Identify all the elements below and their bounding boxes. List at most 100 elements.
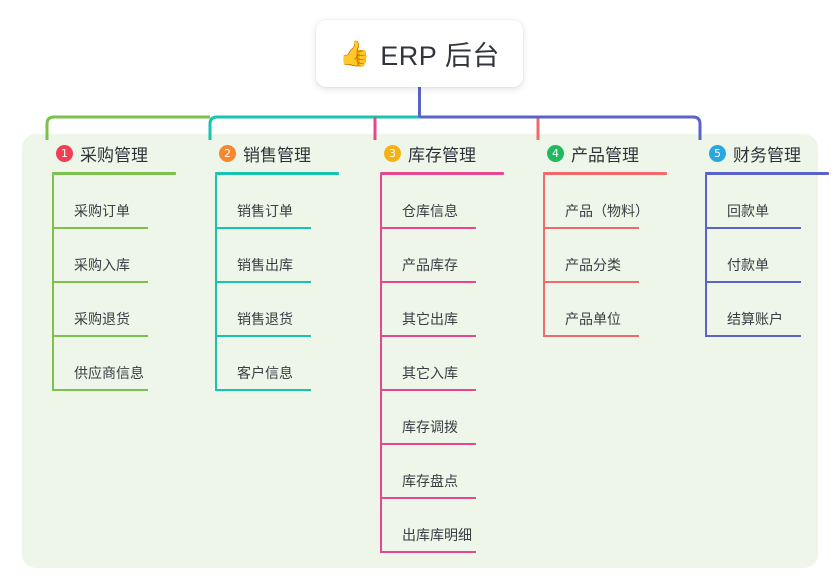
branch-column-3: 3 库存管理仓库信息产品库存其它出库其它入库库存调拨库存盘点出库库明细 xyxy=(367,134,527,553)
branch-columns: 1 采购管理采购订单采购入库采购退货供应商信息 2 销售管理销售订单销售出库销售退货客… xyxy=(22,134,829,568)
branch-item-label: 仓库信息 xyxy=(402,203,458,219)
branch-column-2: 2 销售管理销售订单销售出库销售退货客户信息 xyxy=(202,134,362,391)
branch-item[interactable]: 销售退货 xyxy=(215,283,362,337)
branch-item-label: 产品分类 xyxy=(565,257,621,273)
branch-item[interactable]: 采购退货 xyxy=(52,283,199,337)
branch-item[interactable]: 回款单 xyxy=(705,175,839,229)
branch-column-1: 1 采购管理采购订单采购入库采购退货供应商信息 xyxy=(39,134,199,391)
branch-number-badge: 3 xyxy=(384,144,401,162)
branch-item-rule xyxy=(380,551,476,553)
branch-item-label: 客户信息 xyxy=(237,365,293,381)
branch-item[interactable]: 产品（物料） xyxy=(543,175,690,229)
branch-item-rule xyxy=(543,281,639,283)
branch-number-badge: 4 xyxy=(547,144,564,162)
branch-item-list: 销售订单销售出库销售退货客户信息 xyxy=(215,175,362,391)
branch-item-label: 结算账户 xyxy=(727,311,783,327)
branch-item-rule xyxy=(215,389,311,391)
branch-item[interactable]: 销售出库 xyxy=(215,229,362,283)
branch-item-rule xyxy=(705,335,801,337)
branch-number-badge: 2 xyxy=(219,144,236,162)
branch-item-label: 其它出库 xyxy=(402,311,458,327)
branch-item[interactable]: 供应商信息 xyxy=(52,337,199,391)
branch-item[interactable]: 库存调拨 xyxy=(380,391,527,445)
branch-item[interactable]: 出库库明细 xyxy=(380,499,527,553)
branch-item[interactable]: 结算账户 xyxy=(705,283,839,337)
branch-item-rule xyxy=(215,227,311,229)
branch-header-4[interactable]: 4 产品管理 xyxy=(530,134,690,172)
branch-item-label: 产品库存 xyxy=(402,257,458,273)
branch-spine xyxy=(215,175,217,391)
branch-item-label: 销售退货 xyxy=(237,311,293,327)
branch-header-rule xyxy=(215,172,339,175)
branch-item-label: 库存调拨 xyxy=(402,419,458,435)
branch-title: 采购管理 xyxy=(80,145,148,165)
branch-item-label: 采购入库 xyxy=(74,257,130,273)
branch-title: 库存管理 xyxy=(408,145,476,165)
branch-header-rule xyxy=(52,172,176,175)
branch-item-rule xyxy=(380,443,476,445)
branch-number-badge: 1 xyxy=(56,144,73,162)
branch-item-list: 采购订单采购入库采购退货供应商信息 xyxy=(52,175,199,391)
branch-item-rule xyxy=(52,389,148,391)
branch-item[interactable]: 其它入库 xyxy=(380,337,527,391)
branch-item-rule xyxy=(52,281,148,283)
branch-item-label: 采购订单 xyxy=(74,203,130,219)
branch-item-label: 付款单 xyxy=(727,257,769,273)
branch-item[interactable]: 客户信息 xyxy=(215,337,362,391)
thumbs-up-icon: 👍 xyxy=(339,40,371,68)
branch-header-1[interactable]: 1 采购管理 xyxy=(39,134,199,172)
branch-title: 财务管理 xyxy=(733,145,801,165)
branch-item-label: 销售订单 xyxy=(237,203,293,219)
branch-column-4: 4 产品管理产品（物料） 产品分类产品单位 xyxy=(530,134,690,337)
branch-title: 销售管理 xyxy=(243,145,311,165)
branch-item-rule xyxy=(543,335,639,337)
branch-item-rule xyxy=(705,227,801,229)
branch-item-label: 销售出库 xyxy=(237,257,293,273)
branch-item[interactable]: 其它出库 xyxy=(380,283,527,337)
branch-item-label: 供应商信息 xyxy=(74,365,144,381)
branch-item-label: 其它入库 xyxy=(402,365,458,381)
root-node[interactable]: 👍 ERP 后台 xyxy=(316,20,523,87)
branch-header-rule xyxy=(705,172,829,175)
branch-item-label: 产品（物料） xyxy=(565,203,649,219)
branch-item-rule xyxy=(705,281,801,283)
branch-item[interactable]: 产品分类 xyxy=(543,229,690,283)
branch-item-label: 产品单位 xyxy=(565,311,621,327)
branch-item-rule xyxy=(543,227,639,229)
branch-item-list: 回款单付款单结算账户 xyxy=(705,175,839,337)
branch-header-rule xyxy=(543,172,667,175)
branch-item[interactable]: 库存盘点 xyxy=(380,445,527,499)
diagram-background-panel xyxy=(22,134,818,568)
branch-spine xyxy=(380,175,382,553)
branch-item-rule xyxy=(380,389,476,391)
branch-title: 产品管理 xyxy=(571,145,639,165)
branch-spine xyxy=(52,175,54,391)
branch-item-label: 采购退货 xyxy=(74,311,130,327)
branch-item-label: 库存盘点 xyxy=(402,473,458,489)
branch-spine xyxy=(705,175,707,337)
branch-item-label: 出库库明细 xyxy=(402,527,472,543)
branch-item-rule xyxy=(52,335,148,337)
branch-item[interactable]: 采购订单 xyxy=(52,175,199,229)
branch-header-2[interactable]: 2 销售管理 xyxy=(202,134,362,172)
branch-item-rule xyxy=(380,497,476,499)
branch-item-list: 产品（物料） 产品分类产品单位 xyxy=(543,175,690,337)
branch-item[interactable]: 产品库存 xyxy=(380,229,527,283)
branch-item-label: 回款单 xyxy=(727,203,769,219)
branch-spine xyxy=(543,175,545,337)
branch-item[interactable]: 仓库信息 xyxy=(380,175,527,229)
branch-item-rule xyxy=(215,281,311,283)
root-node-label: ERP 后台 xyxy=(380,41,500,71)
branch-item-rule xyxy=(52,227,148,229)
branch-item[interactable]: 采购入库 xyxy=(52,229,199,283)
branch-item[interactable]: 产品单位 xyxy=(543,283,690,337)
branch-header-3[interactable]: 3 库存管理 xyxy=(367,134,527,172)
branch-item[interactable]: 销售订单 xyxy=(215,175,362,229)
branch-item-rule xyxy=(380,281,476,283)
branch-header-rule xyxy=(380,172,504,175)
branch-item-rule xyxy=(380,335,476,337)
branch-item[interactable]: 付款单 xyxy=(705,229,839,283)
